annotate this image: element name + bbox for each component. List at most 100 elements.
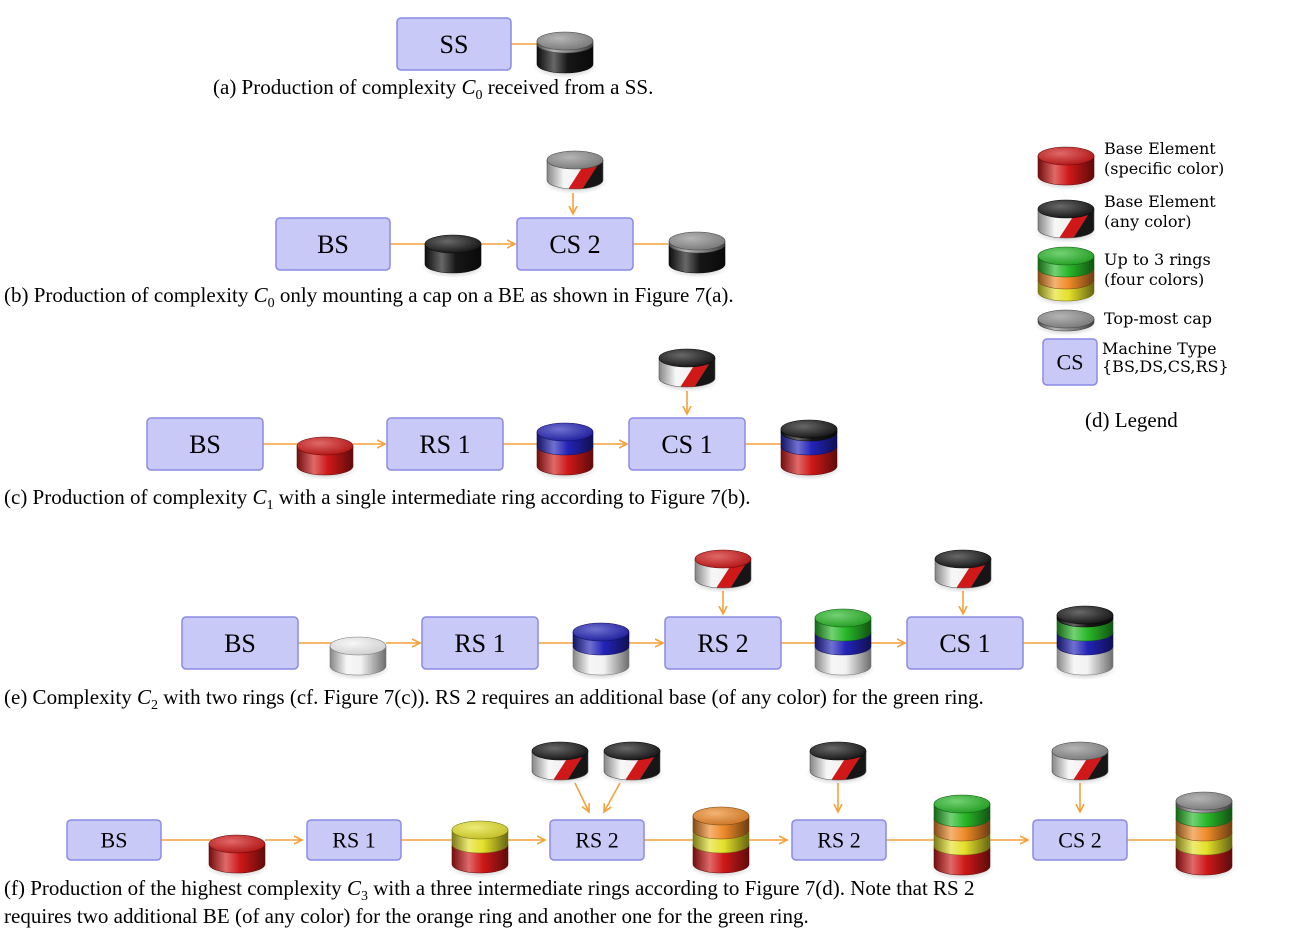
red-stripe — [955, 559, 989, 588]
workpiece-top — [692, 806, 750, 826]
input-base-element-any-color — [931, 549, 995, 593]
machine-box — [906, 616, 1024, 670]
workpiece-top — [536, 31, 594, 51]
workpiece-top — [296, 436, 354, 456]
caption-b: (b) Production of complexity C0 only mou… — [4, 283, 734, 312]
machine-ss: SS — [396, 17, 512, 71]
workpiece-top — [780, 419, 838, 439]
workpiece-c-final — [777, 419, 841, 480]
outline — [934, 559, 992, 589]
machine-rs-2-orange: RS 2 — [549, 819, 645, 861]
cap — [809, 741, 867, 761]
workpiece-e-ring2 — [811, 608, 875, 680]
machine-box — [664, 616, 782, 670]
machine-box — [628, 417, 746, 471]
machine-label: CS — [1057, 350, 1084, 375]
input-base-element-any-color — [1048, 741, 1112, 785]
machine-bs: BS — [275, 217, 391, 271]
machine-label: CS 2 — [549, 230, 600, 259]
cap — [546, 150, 604, 170]
workpiece-c-ring — [533, 422, 597, 480]
legend-item-1-text: Base Element(specific color) — [1104, 139, 1225, 178]
arrow — [574, 782, 589, 812]
workpiece-top — [424, 234, 482, 254]
workpiece-top — [329, 636, 387, 656]
cap — [658, 348, 716, 368]
outline — [603, 751, 661, 781]
machine-bs: BS — [66, 819, 162, 861]
workpiece-top — [572, 622, 630, 642]
outline — [809, 751, 867, 781]
caption-e: (e) Complexity C2 with two rings (cf. Fi… — [4, 685, 984, 714]
caption-f-line2: requires two additional BE (of any color… — [4, 904, 809, 928]
machine-rs-1: RS 1 — [386, 417, 504, 471]
legend-rings — [1034, 246, 1098, 306]
machine-label: SS — [440, 30, 469, 59]
workpiece-f-ring3 — [930, 794, 994, 880]
caption-f: (f) Production of the highest complexity… — [4, 876, 975, 905]
workpiece-f-base — [205, 834, 269, 878]
workpiece-top — [208, 834, 266, 854]
machine-label: CS 1 — [939, 629, 990, 658]
black-part — [969, 559, 991, 588]
workpiece-top — [1175, 791, 1233, 811]
legend-base-element-specific — [1034, 146, 1098, 190]
black-part — [844, 751, 866, 780]
legend-item-4-text: Top-most cap — [1104, 309, 1212, 328]
machine-label: RS 1 — [332, 828, 375, 853]
workpiece-f-ring2 — [689, 806, 753, 878]
machine-box — [791, 819, 887, 861]
caption-c: (c) Production of complexity C1 with a s… — [4, 485, 751, 514]
legend-caption: (d) Legend — [1085, 408, 1178, 432]
red-stripe — [830, 751, 864, 780]
workpiece-top — [451, 820, 509, 840]
cap — [1051, 741, 1109, 761]
caption-a: (a) Production of complexity C0 received… — [213, 75, 654, 104]
workpiece-top — [814, 608, 872, 628]
machine-label: RS 1 — [419, 430, 470, 459]
machine-box — [1042, 338, 1098, 386]
machine-box — [549, 819, 645, 861]
machine-rs-2-green: RS 2 — [791, 819, 887, 861]
cap — [603, 741, 661, 761]
cap — [934, 549, 992, 569]
machine-rs-1: RS 1 — [421, 616, 539, 670]
connectors — [161, 43, 1178, 840]
black-part — [1086, 751, 1108, 780]
black-part — [693, 358, 715, 387]
workpiece-e-base — [326, 636, 390, 680]
machine-label: RS 2 — [817, 828, 860, 853]
machine-box — [275, 217, 391, 271]
black-part — [638, 751, 660, 780]
legend-cap — [1034, 309, 1098, 336]
input-base-element-any-color — [528, 741, 592, 785]
machine-label: BS — [189, 430, 221, 459]
machine-label: BS — [317, 230, 349, 259]
machine-cs-2: CS 2 — [1032, 819, 1128, 861]
machine-box — [516, 217, 634, 271]
machine-box — [421, 616, 539, 670]
black-part — [566, 751, 588, 780]
machine-box — [146, 417, 264, 471]
workpiece-f-ring1 — [448, 820, 512, 878]
outline — [1037, 209, 1095, 239]
workpiece-top — [1037, 146, 1095, 166]
workpiece-top — [668, 231, 726, 251]
workpiece-e-ring1 — [569, 622, 633, 680]
workpiece-a — [533, 31, 597, 78]
input-base-element-any-color — [655, 348, 719, 392]
machine-box — [1032, 819, 1128, 861]
machine-bs: BS — [181, 616, 299, 670]
outline — [658, 358, 716, 388]
red-stripe — [552, 751, 586, 780]
input-base-element-any-color — [806, 741, 870, 785]
machine-box — [396, 17, 512, 71]
legend-item-3-text: Up to 3 rings(four colors) — [1104, 250, 1211, 289]
input-base-element-any-color — [691, 549, 755, 593]
machine-box — [181, 616, 299, 670]
workpiece-top — [1037, 246, 1095, 266]
machine-box — [66, 819, 162, 861]
input-base-element-any-color — [543, 150, 607, 194]
